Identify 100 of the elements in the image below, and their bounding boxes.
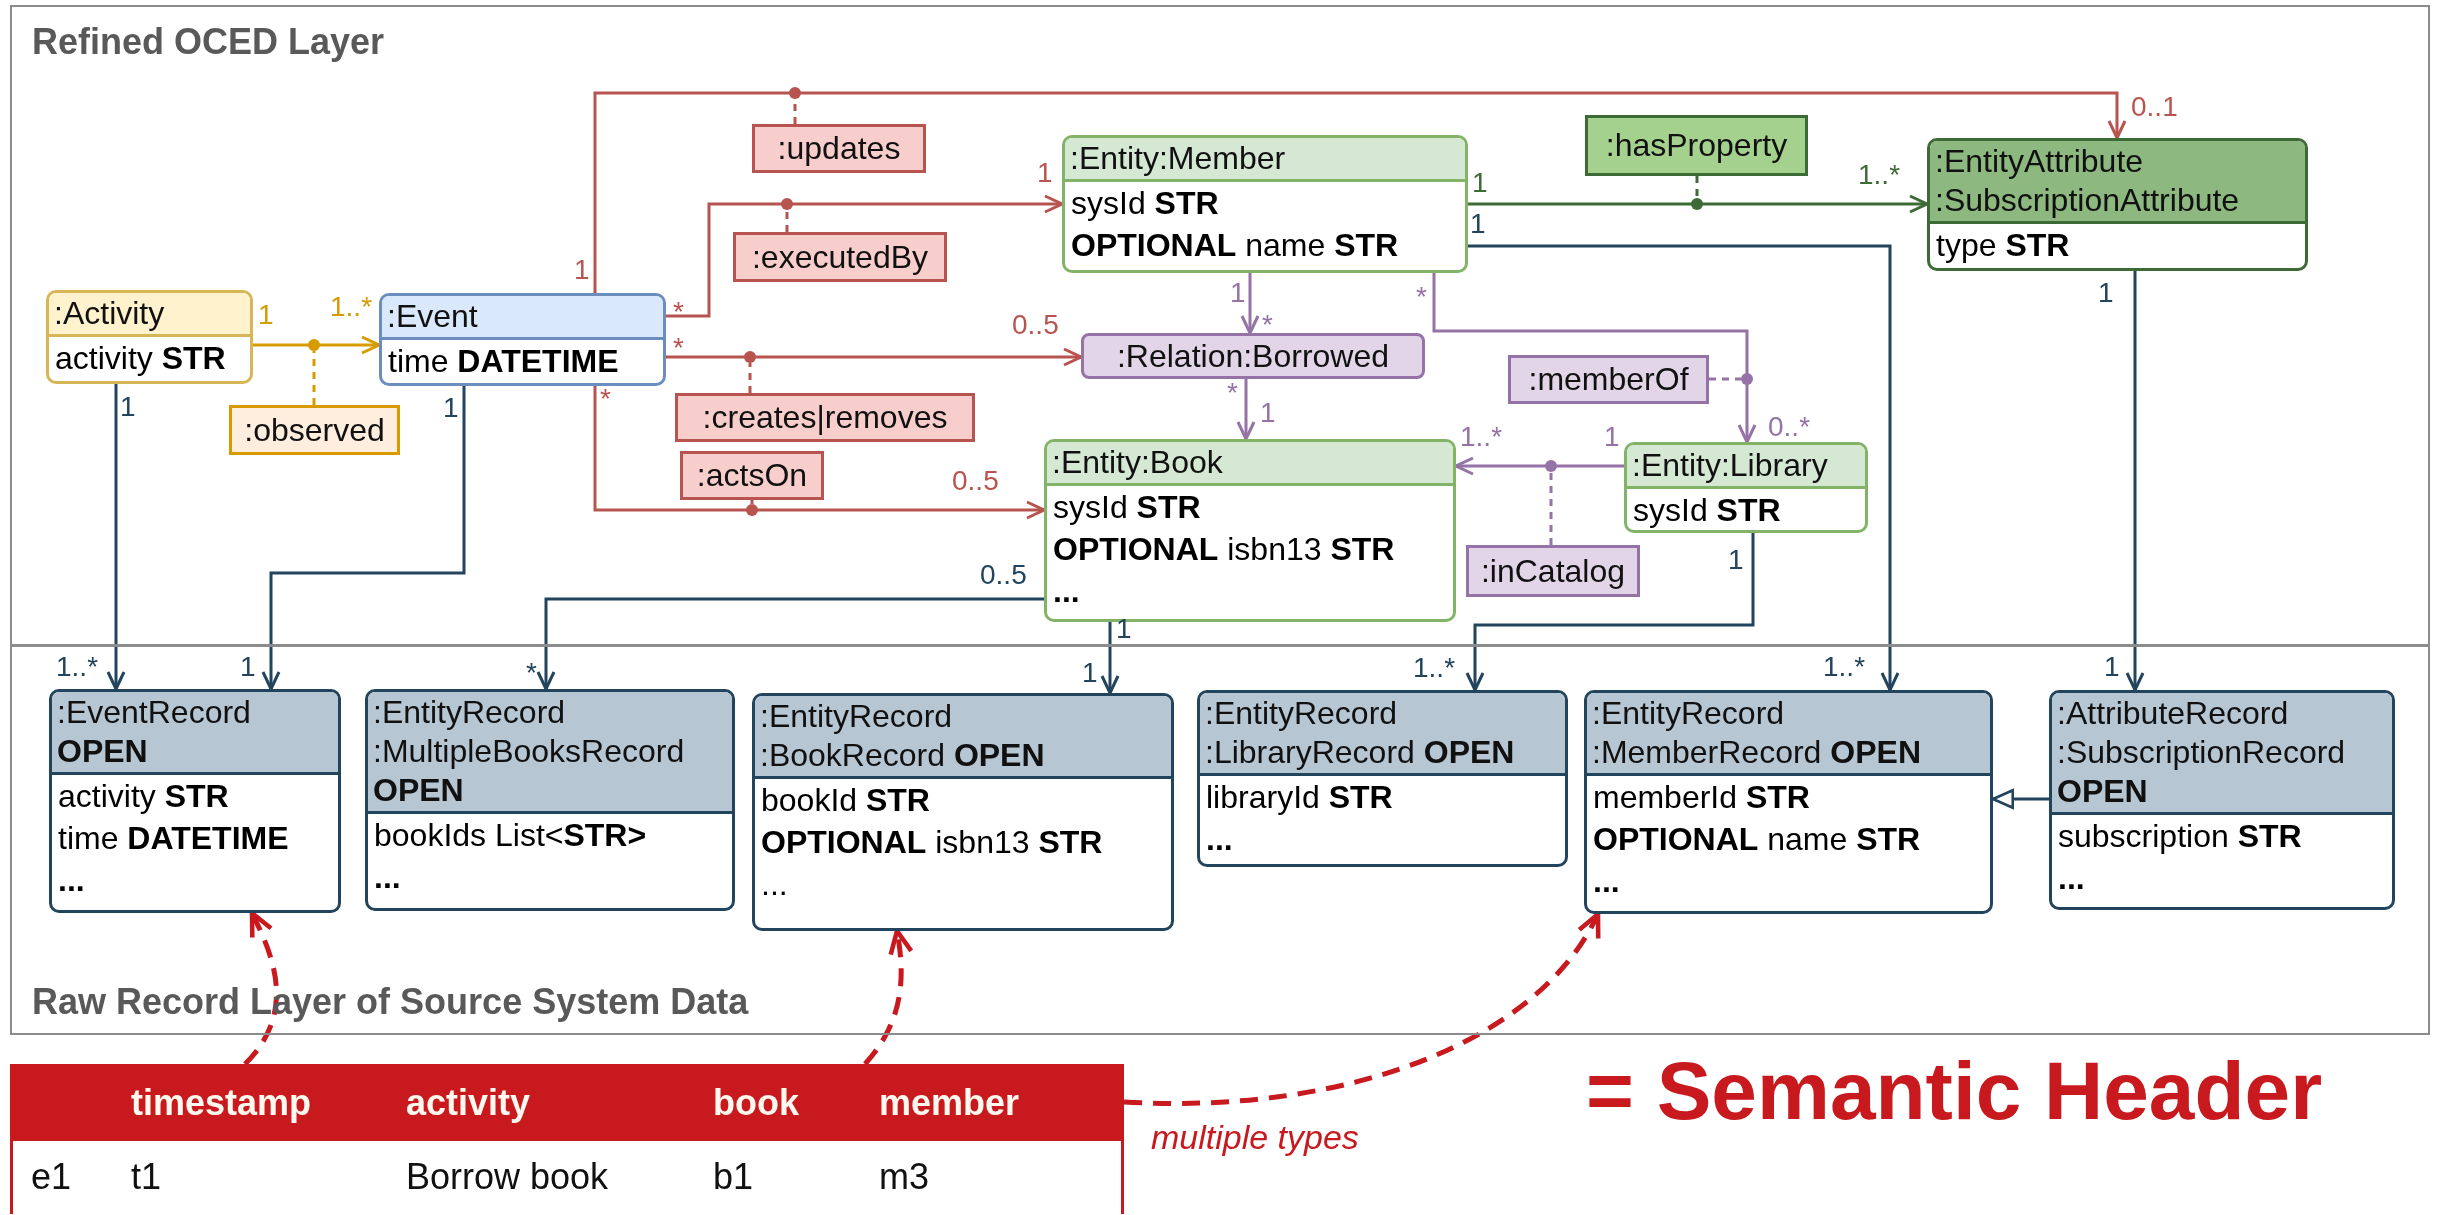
cell-value: m3 <box>879 1155 929 1199</box>
multiplicity-label: 0..1 <box>2131 92 2178 123</box>
class-box <box>752 693 1174 931</box>
association-arrow <box>1240 273 1260 335</box>
cell-value: e1 <box>31 1155 72 1199</box>
class-box <box>379 293 666 386</box>
attribute-text: ... <box>2057 859 2086 898</box>
multiplicity-label: 1..* <box>330 292 373 323</box>
multiplicity-label: 0..5 <box>1012 310 1059 341</box>
class-title: :EntityRecord :MemberRecord OPEN <box>1587 693 1990 776</box>
class-box <box>49 689 341 913</box>
junction-dot <box>308 339 320 351</box>
class-title: :AttributeRecord :SubscriptionRecord OPEN <box>2052 693 2392 815</box>
junction-dot <box>1691 198 1703 210</box>
association-arrow <box>1468 194 1929 214</box>
association-arrow <box>1468 244 1900 692</box>
class-box <box>365 689 735 911</box>
association-arrow <box>1432 273 1757 444</box>
attribute-text: sysId STR <box>1070 184 1220 223</box>
attribute-text: OPTIONAL isbn13 STR <box>1052 530 1396 569</box>
cell-value: t1 <box>131 1155 162 1199</box>
association-arrow <box>261 386 466 691</box>
attribute-text: libraryId STR <box>1205 778 1394 817</box>
column-header: book <box>713 1081 799 1125</box>
multiplicity-label: 0..5 <box>980 560 1027 591</box>
attribute-text: time DATETIME <box>387 342 620 381</box>
class-title: :EventRecord OPEN <box>52 692 338 775</box>
multiplicity-label: 1 <box>120 392 136 423</box>
attribute-text: OPTIONAL name STR <box>1592 820 1922 859</box>
cell-value: Borrow book <box>406 1155 609 1199</box>
attribute-text: type STR <box>1935 226 2071 265</box>
data-table <box>10 1064 1124 1214</box>
association-label: :updates <box>752 124 926 173</box>
multiplicity-label: 1..* <box>1460 422 1503 453</box>
multiplicity-label: 1 <box>1037 158 1053 189</box>
association-arrow <box>1100 622 1120 695</box>
multiplicity-label: 1 <box>443 393 459 424</box>
attribute-text: ... <box>1205 820 1234 859</box>
attribute-text: ... <box>373 858 402 897</box>
multiplicity-label: 1 <box>2104 652 2120 683</box>
junction-dot <box>789 87 801 99</box>
class-title: :EntityRecord :BookRecord OPEN <box>755 696 1171 779</box>
multiplicity-label: 1..* <box>1823 652 1866 683</box>
multiplicity-label: 1 <box>258 300 274 331</box>
attribute-text: activity STR <box>57 777 230 816</box>
column-header: timestamp <box>131 1081 312 1125</box>
attribute-text: ... <box>1592 862 1621 901</box>
multiplicity-label: 1 <box>1470 209 1486 240</box>
association-arrow <box>666 347 1083 367</box>
multiplicity-label: 1 <box>2098 278 2114 309</box>
association-arrow <box>536 597 1044 691</box>
class-box <box>1624 442 1868 533</box>
association-arrow <box>2125 271 2145 692</box>
association-arrow <box>1236 379 1256 441</box>
generalization-arrow <box>1991 788 2049 810</box>
association-label: :Relation:Borrowed <box>1081 333 1425 379</box>
attribute-text: sysId STR <box>1632 491 1782 530</box>
multiplicity-label: 1 <box>1472 168 1488 199</box>
multiplicity-label: 1 <box>1604 422 1620 453</box>
attribute-text: ... <box>760 865 789 904</box>
association-label: :hasProperty <box>1585 115 1808 176</box>
cell-value: b1 <box>713 1155 754 1199</box>
multiplicity-label: 1 <box>1260 398 1276 429</box>
multiplicity-label: 1..* <box>1413 653 1456 684</box>
multiplicity-label: 0..* <box>1768 412 1811 443</box>
class-title: :EntityRecord :LibraryRecord OPEN <box>1200 693 1565 776</box>
layer-panel <box>10 5 2430 646</box>
multiplicity-label: * <box>1416 282 1427 313</box>
class-title: :Event <box>382 296 663 340</box>
association-label: :creates|removes <box>675 393 975 442</box>
association-label: :memberOf <box>1508 355 1709 404</box>
association-arrow <box>253 335 381 355</box>
multiplicity-label: * <box>526 658 537 689</box>
association-arrow <box>106 384 126 691</box>
multiplicity-label: * <box>673 297 684 328</box>
class-box <box>1197 690 1568 867</box>
association-arrow <box>593 91 2127 293</box>
attribute-text: ... <box>1052 572 1081 611</box>
attribute-text: OPTIONAL isbn13 STR <box>760 823 1104 862</box>
class-title: :Entity:Member <box>1065 138 1465 182</box>
multiplicity-label: 1 <box>1082 658 1098 689</box>
multiplicity-label: 1 <box>1230 278 1246 309</box>
association-arrow <box>1465 533 1755 692</box>
junction-dot <box>1741 373 1753 385</box>
layer-title: Refined OCED Layer <box>32 21 385 63</box>
association-label: :inCatalog <box>1466 545 1640 597</box>
multiplicity-label: 1 <box>240 652 256 683</box>
multiplicity-label: 1..* <box>56 652 99 683</box>
multiplicity-label: 0..5 <box>952 466 999 497</box>
attribute-text: subscription STR <box>2057 817 2303 856</box>
class-box <box>1584 690 1993 914</box>
association-arrow <box>1454 456 1624 476</box>
class-title: :EntityRecord :MultipleBooksRecord OPEN <box>368 692 732 814</box>
association-arrow <box>666 194 1064 318</box>
attribute-text: time DATETIME <box>57 819 290 858</box>
attribute-text: memberId STR <box>1592 778 1811 817</box>
association-label: :actsOn <box>680 451 824 500</box>
class-title: :Entity:Book <box>1047 442 1453 486</box>
association-label: :observed <box>229 405 400 455</box>
attribute-text: sysId STR <box>1052 488 1202 527</box>
